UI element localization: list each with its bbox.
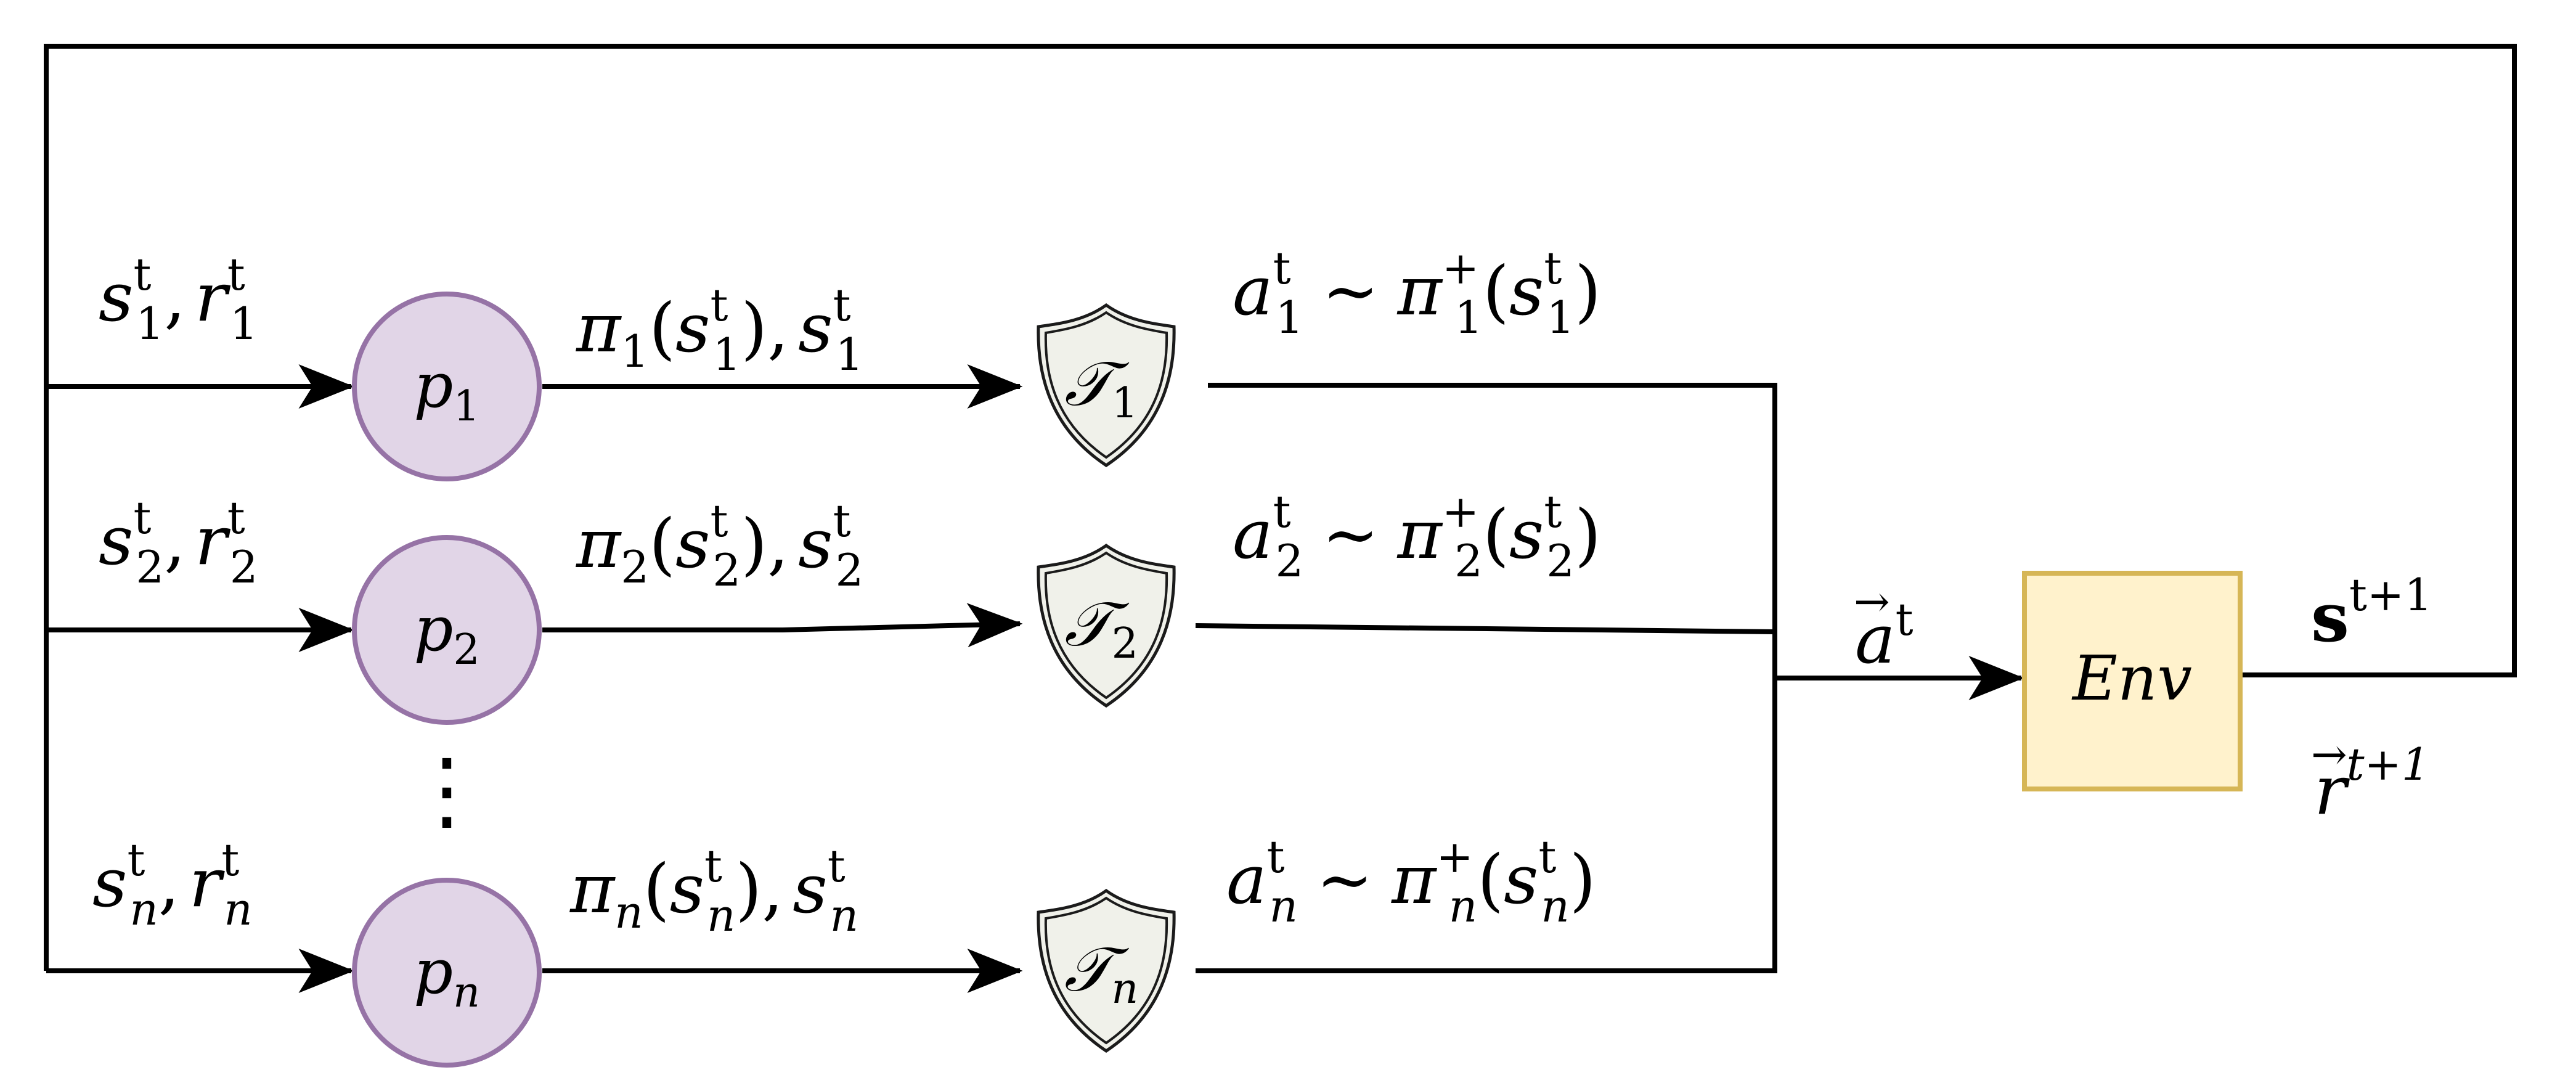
agent-circle xyxy=(352,292,542,481)
shield-inner-border xyxy=(1044,551,1168,700)
agent-label: p2 xyxy=(414,593,479,674)
reward-label: → rt+1 xyxy=(2311,729,2430,830)
agent-node-2: p2 xyxy=(352,535,542,725)
agent-node-1: p1 xyxy=(352,292,542,481)
joint-action-symbol: at xyxy=(1855,594,1914,679)
shield-n: 𝒯n xyxy=(1037,888,1176,1053)
environment-label: Env xyxy=(2071,642,2192,714)
reward-symbol: rt+1 xyxy=(2314,738,2430,830)
environment-box xyxy=(2022,571,2243,791)
agent-label: p1 xyxy=(414,349,479,431)
shield-inner-border xyxy=(1044,311,1168,459)
agent-circle xyxy=(352,878,542,1068)
agent-label: pn xyxy=(414,936,480,1017)
policy-arrow-2 xyxy=(542,603,1023,648)
shield-inner-border xyxy=(1044,896,1168,1045)
joint-action-vector-arrow: → xyxy=(1854,576,1890,627)
action-wire-2 xyxy=(1195,623,1775,634)
shield-2: 𝒯2 xyxy=(1037,543,1176,708)
reward-vector-arrow: → xyxy=(2311,729,2347,780)
next-state-label: st+1 xyxy=(2311,569,2432,657)
environment-node: Env xyxy=(2022,571,2243,791)
agent-node-n: pn xyxy=(352,878,542,1068)
shield-1: 𝒯1 xyxy=(1037,303,1176,468)
agent-ellipsis: ⋮ xyxy=(404,740,490,841)
joint-action-label: → at xyxy=(1854,576,1914,679)
agent-circle xyxy=(352,535,542,725)
feedback-loop-wire xyxy=(44,44,2517,971)
